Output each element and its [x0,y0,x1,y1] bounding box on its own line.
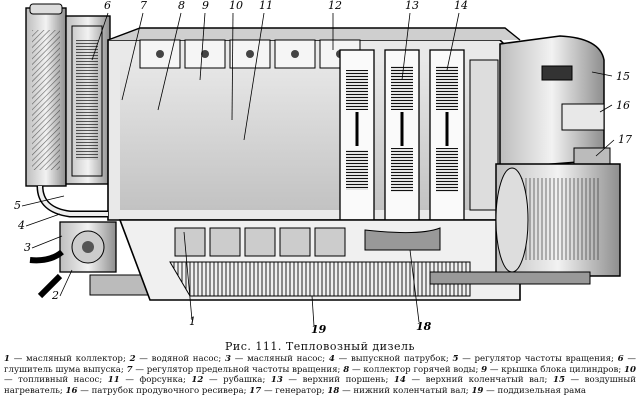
legend-item-text: крышка блока цилиндров [501,364,619,375]
callout-13: 13 [405,0,419,12]
legend-item: 5 — регулятор частоты вращения; [452,354,618,364]
callout-4: 4 [17,219,25,232]
legend-item-text: масляный насос [247,354,323,364]
legend-item: 4 — выпускной патрубок; [328,354,453,364]
legend-item-number: 15 [552,375,565,386]
cylinder-covers [139,39,361,69]
legend-item-text: верхний коленчатый вал [425,375,545,386]
legend-item: 1 — масляный коллектор; [4,354,130,364]
legend-item-number: 9 [481,364,488,375]
callout-10: 10 [229,0,243,12]
legend-item-number: 10 [623,364,636,375]
legend-item-text: регулятор предельной частоты вращения [146,364,338,375]
legend-item-number: 3 [225,354,231,364]
legend-item-text: регулятор частоты вращения [474,354,612,364]
generator [429,35,621,285]
legend-item-number: 19 [471,385,484,396]
silencer [25,3,111,187]
legend-item-number: 8 [343,364,350,375]
legend-item-number: 18 [327,385,340,396]
legend-item-text: выпускной патрубок [350,354,446,364]
legend-item: 13 — верхний поршень; [270,375,394,386]
legend-item: 15 — воздушный нагреватель; [4,375,636,396]
legend-item-text: глушитель шума выпуска [4,364,121,375]
callout-14: 14 [454,0,468,12]
callout-9: 9 [202,0,209,12]
figure-caption: Рис. 111. Тепловозный дизель [225,340,415,353]
legend-item-text: поддизельная рама [497,385,587,396]
legend-item: 17 — генератор; [249,385,328,396]
legend-item-number: 16 [65,385,78,396]
callout-11: 11 [259,0,273,12]
legend-item-number: 6 [617,354,624,364]
legend-item-number: 1 [4,354,10,364]
legend-item: 3 — масляный насос; [225,354,329,364]
legend-item: 10 — топливный насос; [4,364,636,386]
callout-2: 2 [51,289,59,302]
callout-8: 8 [178,0,185,12]
legend-item: 16 — патрубок продувочного ресивера; [65,385,250,396]
callout-1: 1 [189,315,196,328]
legend-item-text: водяной насос [151,354,219,364]
callout-18: 18 [416,320,432,333]
callout-16: 16 [616,99,630,112]
legend-item-number: 13 [270,375,283,386]
callout-6: 6 [104,0,111,12]
legend-item: 18 — нижний коленчатый вал; [327,385,472,396]
legend-item-number: 2 [129,354,136,364]
legend-item: 12 — рубашка; [191,375,271,386]
legend-item-text: патрубок продувочного ресивера [91,385,244,396]
legend-item: 7 — регулятор предельной частоты вращени… [126,364,344,375]
legend-item-text: верхний поршень [302,375,386,386]
callout-12: 12 [328,0,342,12]
legend-item-number: 4 [328,354,335,364]
legend-item: 14 — верхний коленчатый вал; [393,375,553,386]
legend-item: 9 — крышка блока цилиндров; [481,364,624,375]
cylinders-cutaway [339,49,499,221]
legend-item-number: 12 [191,375,204,386]
legend-item-text: рубашка [223,375,263,386]
legend-item-number: 14 [393,375,406,386]
legend-item-text: коллектор горячей воды [363,364,476,375]
figure-legend: 1 — масляный коллектор; 2 — водяной насо… [4,354,636,396]
callout-17: 17 [618,133,632,146]
legend-item: 2 — водяной насос; [129,354,226,364]
callout-7: 7 [140,0,147,12]
callout-15: 15 [616,70,630,83]
legend-item-number: 17 [249,385,262,396]
leader-lines [21,12,615,327]
legend-item-text: форсунка [139,375,183,386]
legend-item-text: генератор [275,385,322,396]
legend-item-number: 11 [107,375,120,386]
callout-3: 3 [24,241,31,254]
legend-item-text: топливный насос [18,375,100,386]
legend-item-text: нижний коленчатый вал [353,385,466,396]
legend-item-number: 7 [126,364,133,375]
legend-item: 6 — глушитель шума выпуска; [4,354,636,375]
legend-item-text: воздушный нагреватель [4,375,636,396]
legend-item: 8 — коллектор горячей воды; [343,364,482,375]
callout-19: 19 [311,323,327,336]
base-frame [118,219,521,301]
callout-5: 5 [14,199,21,212]
legend-item-text: масляный коллектор [26,354,123,364]
legend-item: 11 — форсунка; [107,375,192,386]
legend-item: 19 — поддизельная рама [471,385,587,396]
legend-item-number: 5 [452,354,459,364]
